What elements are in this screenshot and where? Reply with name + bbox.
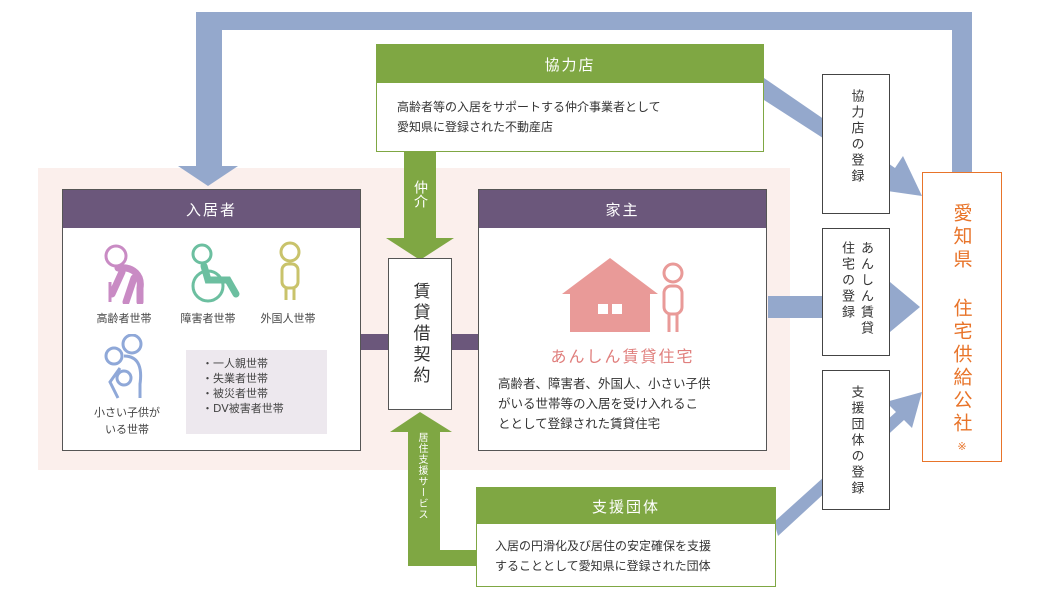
tenant-child-label-line2: いる世帯: [105, 423, 149, 436]
tenant-type-child: 小さい子供が いる世帯: [82, 404, 172, 438]
partner-store-desc-line2: 愛知県に登録された不動産店: [397, 120, 554, 134]
loop-arrow-corporation-to-tenant: [178, 12, 972, 186]
corporation-note: ※: [957, 440, 967, 453]
partner-store-title: 協力店: [377, 45, 763, 83]
housing-registration-line2: 住宅の登録: [839, 241, 854, 321]
tenant-other-types-list: 一人親世帯 失業者世帯 被災者世帯 DV被害者世帯: [186, 350, 327, 434]
landlord-desc-line1: 高齢者、障害者、外国人、小さい子供: [498, 376, 711, 391]
corporation-name: 愛知県 住宅供給公社: [949, 203, 976, 436]
wheelchair-user-icon: [191, 243, 240, 303]
housing-registration-box: あんしん賃貸 住宅の登録: [822, 228, 890, 356]
contract-box: 賃貸借契約: [388, 258, 452, 410]
group-registration-box: 支援団体の登録: [822, 370, 890, 510]
arrow-support-service: [390, 412, 476, 566]
list-item: 被災者世帯: [202, 386, 327, 401]
landlord-title: 家主: [479, 190, 766, 228]
partner-store-box: 協力店 高齢者等の入居をサポートする仲介事業者として 愛知県に登録された不動産店: [376, 44, 764, 152]
list-item: DV被害者世帯: [202, 401, 327, 416]
landlord-desc-line3: ととして登録された賃貸住宅: [498, 416, 661, 431]
support-group-desc-line2: することとして愛知県に登録された団体: [495, 559, 711, 573]
store-registration-label: 協力店の登録: [848, 89, 864, 185]
tenant-type-disabled: 障害者世帯: [180, 312, 236, 325]
support-group-description: 入居の円滑化及び居住の安定確保を支援 することとして愛知県に登録された団体: [495, 536, 711, 576]
corporation-name-line2: 住宅供給公社: [950, 298, 973, 436]
list-item: 失業者世帯: [202, 371, 327, 386]
partner-store-desc-line1: 高齢者等の入居をサポートする仲介事業者として: [397, 100, 661, 114]
housing-registration-line1: あんしん賃貸: [858, 241, 873, 337]
support-group-desc-line1: 入居の円滑化及び居住の安定確保を支援: [495, 539, 712, 553]
contract-label: 賃貸借契約: [409, 281, 430, 387]
elderly-person-icon: [104, 244, 144, 304]
support-group-box: 支援団体 入居の円滑化及び居住の安定確保を支援 することとして愛知県に登録された…: [476, 487, 776, 587]
support-group-title: 支援団体: [477, 488, 775, 524]
landlord-desc-line2: がいる世帯等の入居を受け入れるこ: [498, 396, 699, 411]
landlord-brand: あんしん賃貸住宅: [550, 347, 695, 366]
tenant-type-elderly: 高齢者世帯: [96, 312, 152, 325]
parent-with-child-icon: [104, 334, 143, 399]
house-icon: [562, 258, 658, 332]
group-registration-label: 支援団体の登録: [848, 385, 864, 497]
owner-person-icon: [662, 262, 684, 332]
corporation-box: 愛知県 住宅供給公社 ※: [922, 172, 1002, 462]
mediation-label: 仲介: [412, 180, 428, 208]
tenant-title: 入居者: [63, 190, 360, 228]
list-item: 一人親世帯: [202, 356, 327, 371]
partner-store-description: 高齢者等の入居をサポートする仲介事業者として 愛知県に登録された不動産店: [397, 97, 661, 137]
tenant-type-foreign: 外国人世帯: [260, 312, 316, 325]
housing-registration-label: あんしん賃貸 住宅の登録: [837, 241, 875, 355]
foreign-person-icon: [279, 241, 301, 300]
tenant-child-label-line1: 小さい子供が: [94, 406, 160, 419]
store-registration-box: 協力店の登録: [822, 74, 890, 214]
landlord-description: 高齢者、障害者、外国人、小さい子供 がいる世帯等の入居を受け入れるこ ととして登…: [498, 374, 711, 434]
corporation-name-line1: 愛知県: [950, 203, 973, 272]
support-service-label: 居住支援サービス: [416, 432, 427, 520]
arrow-mediation: [386, 150, 454, 260]
